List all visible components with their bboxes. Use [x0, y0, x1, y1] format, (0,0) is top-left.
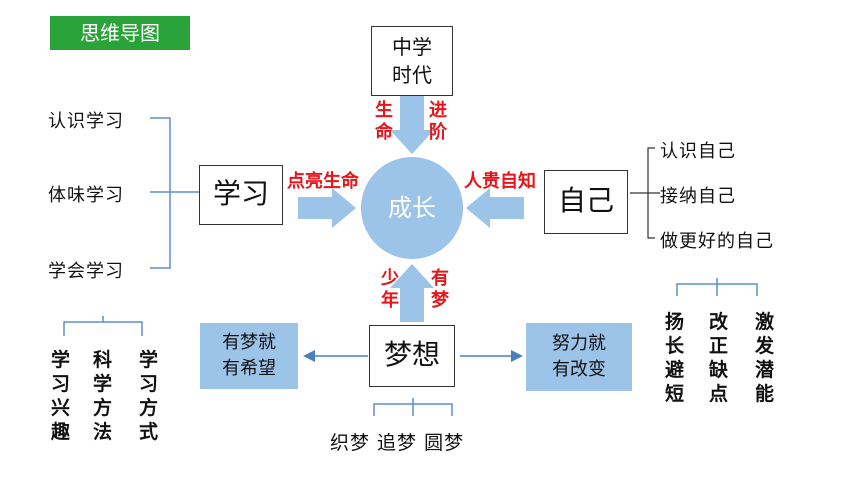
left-node-box: 学习 — [199, 165, 283, 225]
self-col-3: 激发潜能 — [754, 311, 775, 405]
arrow-label-bottom-left: 少年 — [381, 268, 399, 311]
top-node-line2: 时代 — [392, 63, 432, 87]
right-item: 认识自己 — [660, 141, 736, 162]
study-col-1: 学习兴趣 — [50, 349, 71, 443]
arrow-label-left: 点亮生命 — [287, 171, 359, 192]
arrow-bottom — [390, 264, 434, 322]
left-node-label: 学习 — [212, 177, 269, 210]
bottom-node-box: 梦想 — [369, 325, 455, 387]
right-node-box: 自己 — [544, 170, 628, 234]
dream-right-box: 努力就有改变 — [526, 323, 632, 391]
right-item: 做更好的自己 — [660, 231, 774, 252]
study-col-2: 科学方法 — [92, 349, 113, 443]
top-node-line1: 中学 — [392, 35, 432, 59]
mindmap-title: 思维导图 — [50, 16, 190, 50]
arrow-left — [298, 188, 356, 228]
dream-items: 织梦 追梦 圆梦 — [330, 432, 465, 454]
left-item: 学会学习 — [48, 261, 124, 282]
arrow-label-bottom-right: 有梦 — [431, 268, 449, 311]
right-node-label: 自己 — [557, 184, 614, 217]
dream-left-box: 有梦就有希望 — [200, 323, 298, 389]
top-node-box: 中学 时代 — [371, 26, 453, 96]
self-col-1: 扬长避短 — [664, 311, 685, 405]
center-node: 成长 — [361, 157, 463, 259]
self-col-2: 改正缺点 — [708, 311, 729, 405]
arrow-label-top-left: 生命 — [375, 100, 393, 143]
right-item: 接纳自己 — [660, 186, 736, 207]
arrow-top — [390, 96, 434, 154]
bottom-node-label: 梦想 — [383, 338, 440, 371]
study-col-3: 学习方式 — [138, 349, 159, 443]
left-item: 体味学习 — [48, 185, 124, 206]
arrow-label-top-right: 进阶 — [429, 100, 447, 143]
left-item: 认识学习 — [48, 111, 124, 132]
arrow-label-right: 人贵自知 — [464, 171, 536, 192]
arrow-right — [466, 188, 524, 228]
